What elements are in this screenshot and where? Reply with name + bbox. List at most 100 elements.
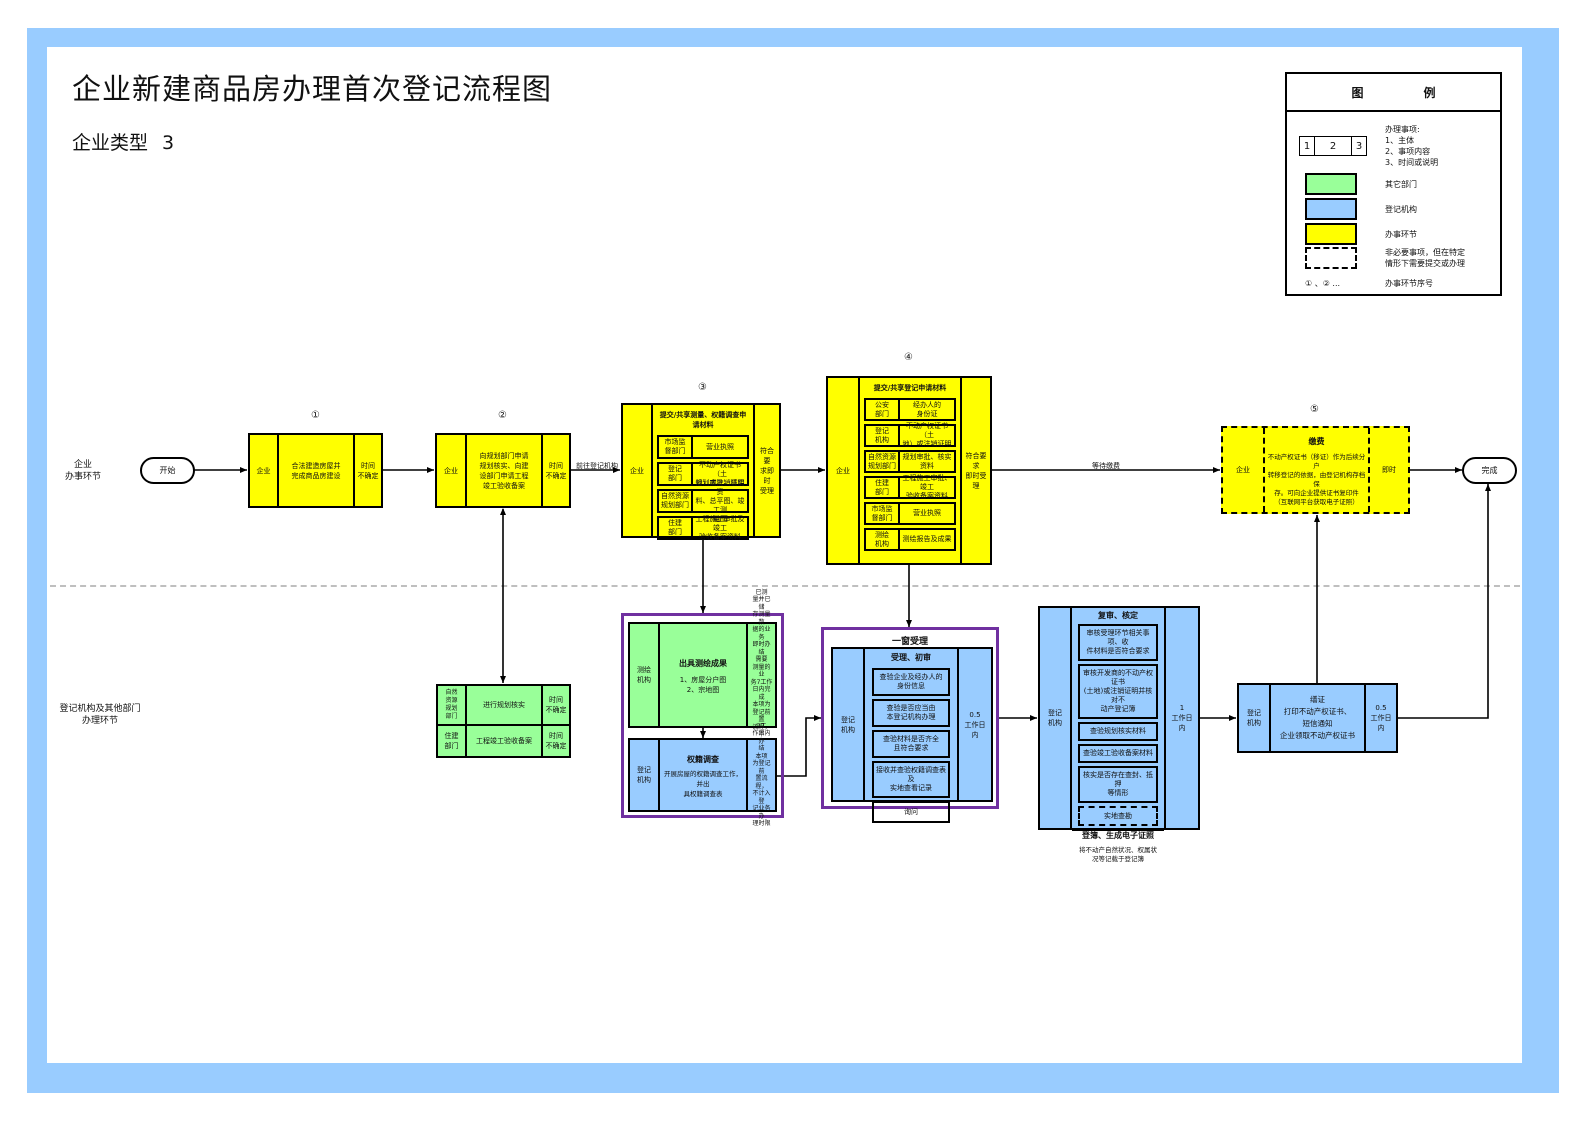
step-1-box: 企业 合法建造房屋并 完成商品房建设 时间 不确定 <box>248 433 383 508</box>
diagram-canvas <box>47 47 1522 1063</box>
step-2-content: 向规划部门申请 规划核实、向建 设部门申请工程 竣工验收备案 <box>465 435 541 506</box>
review-check-item: 查验竣工验收备案材料 <box>1078 744 1158 763</box>
step-4-item-dept: 市场监 督部门 <box>866 504 900 523</box>
step-4-item: 登记 机构不动产权证书（土 地）或注销证明 <box>864 422 956 448</box>
end-node: 完成 <box>1462 457 1517 484</box>
step-1-content: 合法建造房屋并 完成商品房建设 <box>277 435 353 506</box>
step-3-item-dept: 自然资源 规划部门 <box>659 491 693 511</box>
legend-label-optional: 非必要事项，但在特定 情形下需要提交或办理 <box>1385 248 1465 268</box>
survey-content: 1、房屋分户图 2、宗地图 <box>679 675 727 694</box>
window-check-item: 查验材料是否齐全 且符合要求 <box>872 730 950 758</box>
certificate-time: 0.5 工作日 内 <box>1364 685 1396 751</box>
step-number-4: ④ <box>904 352 913 363</box>
dept-task-1-dept: 自然 资源 规划 部门 <box>445 689 458 720</box>
step-4-materials: 提交/共享登记申请材料 公安 部门经办人的 身份证登记 机构不动产权证书（土 地… <box>858 378 960 563</box>
dept-tasks-box: 自然 资源 规划 部门 进行规划核实 时间 不确定 住建 部门 工程竣工验收备案… <box>436 684 571 758</box>
step-3-items: 市场监 督部门营业执照登记 部门不动产权证书（土 地）或注销证明自然资源 规划部… <box>657 432 749 543</box>
step-3-materials: 提交/共享测量、权籍调查申请材料 市场监 督部门营业执照登记 部门不动产权证书（… <box>651 405 753 541</box>
window-acceptance-box: 登记 机构 受理、初审 查验企业及经办人的 身份信息查验是否应当由 本登记机构办… <box>831 647 993 823</box>
cadastral-note: 7工 作日内办 结 本项 为登记前 置流程， 不计入登 记业务办 理时限 <box>746 723 775 827</box>
step-3-box: 企业 提交/共享测量、权籍调查申请材料 市场监 督部门营业执照登记 部门不动产权… <box>621 403 781 541</box>
step-4-items: 公安 部门经办人的 身份证登记 机构不动产权证书（土 地）或注销证明自然资源 规… <box>864 395 956 554</box>
window-dept: 登记 机构 <box>841 715 855 734</box>
step-3-subject: 企业 <box>630 466 644 475</box>
review-checks: 审核受理环节相关事项、收 件材料是否符合要求审核开发商的不动产权证书 (土地)或… <box>1074 624 1162 803</box>
review-dept: 登记 机构 <box>1048 709 1062 727</box>
legend-title-right: 例 <box>1423 85 1436 100</box>
window-section-title: 受理、初审 <box>891 653 931 662</box>
step-5-time: 即时 <box>1368 428 1408 512</box>
window-checks: 查验企业及经办人的 身份信息查验是否应当由 本登记机构办理查验材料是否齐全 且符… <box>868 665 954 826</box>
step-5-content: 不动产权证书（移证）作为后续分户 转移登记的依据，由登记机构存档保 存。可向企业… <box>1267 452 1366 506</box>
step-1-time: 时间 不确定 <box>353 435 381 506</box>
step-2-box: 企业 向规划部门申请 规划核实、向建 设部门申请工程 竣工验收备案 时间 不确定 <box>435 433 571 508</box>
legend-label-other-dept: 其它部门 <box>1385 180 1417 189</box>
step-3-item-doc: 不动产权证书（土 地）或注销证明 <box>695 460 745 487</box>
window-check-item: 询问 <box>872 801 950 823</box>
review-box: 登记 机构 复审、核定 审核受理环节相关事项、收 件材料是否符合要求审核开发商的… <box>1038 606 1200 863</box>
review-section-title: 复审、核定 <box>1098 611 1138 620</box>
enterprise-type-value: 3 <box>162 132 175 154</box>
legend-label-registry: 登记机构 <box>1385 205 1417 214</box>
step-number-2: ② <box>498 410 507 421</box>
step-4-item-dept: 住建 部门 <box>866 478 900 497</box>
step-5-title: 缴费 <box>1308 436 1325 446</box>
step-number-1: ① <box>311 410 320 421</box>
step-2-time: 时间 不确定 <box>541 435 569 506</box>
survey-title: 出具测绘成果 <box>679 658 727 668</box>
legend-seq-symbol: ① 、② ... <box>1305 279 1341 288</box>
review-check-item: 查验规划核实材料 <box>1078 722 1158 741</box>
window-check-item: 查验是否应当由 本登记机构办理 <box>872 699 950 727</box>
survey-dept: 测绘 机构 <box>637 666 651 684</box>
window-check-item: 接收并查验权籍调查表及 实地查看记录 <box>872 761 950 798</box>
step-3-item-doc: 工程施工审批及竣工 验收备案资料 <box>695 514 745 541</box>
survey-note: 已测 量并已储 存测量数 据的业务 即时办结 需要 测量的业 务7工作 日内完成… <box>746 589 775 761</box>
cadastral-title: 权籍调查 <box>687 754 719 764</box>
dept-task-2-dept: 住建 部门 <box>444 732 459 750</box>
step-4-item-dept: 测绘 机构 <box>866 530 900 549</box>
certificate-content: 缮证 打印不动产权证书、 短信通知 企业领取不动产权证书 <box>1269 685 1364 751</box>
review-time: 1 工作日 内 <box>1164 608 1198 828</box>
cadastral-content: 开展房屋的权籍调查工作，并出 具权籍调查表 <box>664 769 742 798</box>
certificate-box: 登记 机构 缮证 打印不动产权证书、 短信通知 企业领取不动产权证书 0.5 工… <box>1237 683 1398 753</box>
dept-task-2-task: 工程竣工验收备案 <box>465 726 541 756</box>
review-section: 复审、核定 审核受理环节相关事项、收 件材料是否符合要求审核开发商的不动产权证书… <box>1072 608 1164 829</box>
step-3-item: 住建 部门工程施工审批及竣工 验收备案资料 <box>657 514 749 541</box>
step-4-item-dept: 公安 部门 <box>866 400 900 419</box>
step-4-item-doc: 经办人的 身份证 <box>913 400 941 418</box>
legend-swatch-registry <box>1305 198 1357 220</box>
survey-box: 测绘 机构 出具测绘成果 1、房屋分户图 2、宗地图 已测 量并已储 存测量数 … <box>628 589 777 761</box>
dept-task-1-task: 进行规划核实 <box>465 686 541 724</box>
legend-title-left: 图 <box>1351 85 1364 100</box>
lane-label-registry: 登记机构及其他部门 办理环节 <box>59 704 141 726</box>
step-5-subject: 企业 <box>1236 466 1250 474</box>
step-4-item: 测绘 机构测绘报告及成果 <box>864 528 956 551</box>
lane-label-enterprise: 企业 办事环节 <box>64 460 101 482</box>
review-optional-check: 实地查勘 <box>1078 806 1158 826</box>
review-record-content: 将不动产自然状况、权属状 况等记载于登记簿 <box>1079 846 1157 863</box>
edge-label-await-fee: 等待缴费 <box>1092 462 1120 470</box>
step-4-item-doc: 工程施工审批、竣工 验收备案资料 <box>902 474 952 500</box>
step-4-item-dept: 自然资源 规划部门 <box>866 452 900 471</box>
review-record-section: 登簿、生成电子证照 将不动产自然状况、权属状 况等记载于登记簿 <box>1072 829 1164 864</box>
legend-three-part-box: 1 2 3 <box>1299 136 1367 156</box>
step-3-item: 登记 部门不动产权证书（土 地）或注销证明 <box>657 460 749 487</box>
review-check-item: 审核开发商的不动产权证书 (土地)或注销证明并核对不 动产登记簿 <box>1078 664 1158 719</box>
legend-swatch-other-dept <box>1305 173 1357 195</box>
legend-header: 图 例 <box>1287 74 1500 112</box>
step-4-time: 符合要求 即时受理 <box>960 378 990 563</box>
legend-label-seq: 办事环节序号 <box>1385 279 1433 288</box>
window-time: 0.5 工作日 内 <box>957 649 991 800</box>
window-acceptance-frame <box>821 627 999 809</box>
step-number-5: ⑤ <box>1310 404 1319 415</box>
cadastral-main: 权籍调查 开展房屋的权籍调查工作，并出 具权籍调查表 <box>658 740 746 810</box>
legend-part-1: 1 <box>1300 137 1315 155</box>
dept-task-row: 住建 部门 工程竣工验收备案 时间 不确定 <box>438 726 569 756</box>
legend-swatch-step <box>1305 223 1357 245</box>
step-4-item: 市场监 督部门 营业执照 <box>864 502 956 525</box>
step-number-3: ③ <box>698 382 707 393</box>
step-3-item-doc: 营业执照 <box>706 442 734 451</box>
step-4-item-doc: 营业执照 <box>913 509 941 517</box>
dept-task-row: 自然 资源 规划 部门 进行规划核实 时间 不确定 <box>438 686 569 726</box>
start-node: 开始 <box>140 457 195 484</box>
